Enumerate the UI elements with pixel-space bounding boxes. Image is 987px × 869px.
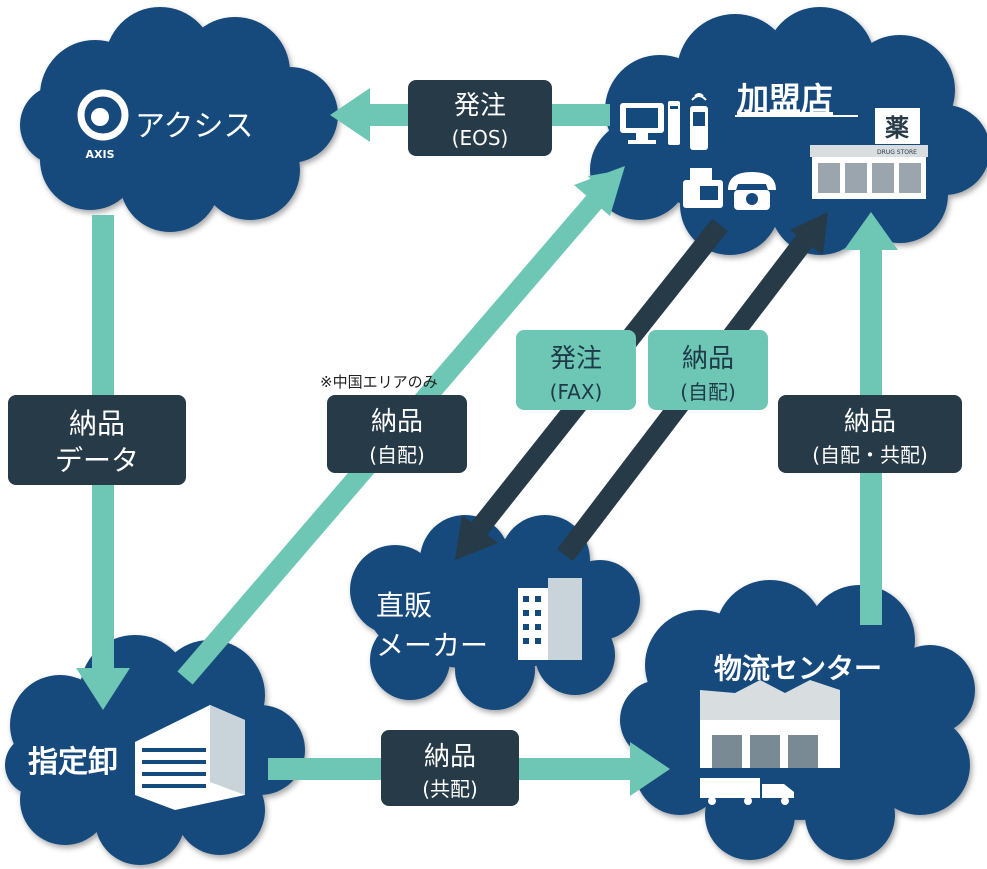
label-delivery-data-line1: 納品 <box>69 407 125 440</box>
label-delivery-self-shared-line1: 納品 <box>844 407 896 437</box>
label-delivery-self-chugoku: 納品 (自配) <box>327 395 467 473</box>
drug-store-sign: 薬 <box>885 114 909 142</box>
factory-building-icon <box>518 578 582 660</box>
maker-name-line1: 直販 <box>376 589 432 622</box>
computer-icon <box>620 101 680 145</box>
axis-name: アクシス <box>135 109 254 144</box>
label-delivery-shared: 納品 (共配) <box>381 730 519 806</box>
telephone-icon <box>728 172 776 210</box>
label-delivery-shared-line2: (共配) <box>422 777 478 801</box>
label-delivery-self-shared: 納品 (自配・共配) <box>778 395 962 473</box>
axis-logo-text: AXIS <box>85 148 114 161</box>
label-delivery-self-shared-line2: (自配・共配) <box>812 443 928 467</box>
label-order-fax-line1: 発注 <box>550 344 602 374</box>
warehouse-icon <box>700 680 840 768</box>
label-delivery-shared-line1: 納品 <box>424 742 476 772</box>
axis-logo-icon: AXIS <box>77 89 129 161</box>
label-order-fax-line2: (FAX) <box>550 380 603 404</box>
drug-store-icon: 薬 DRUG STORE <box>810 108 928 199</box>
mobile-phone-icon <box>690 93 708 150</box>
note-chugoku-only: ※中国エリアのみ <box>320 373 438 391</box>
label-order-eos-line1: 発注 <box>454 91 506 121</box>
store-name: 加盟店 <box>737 80 833 118</box>
label-delivery-self-maker-line2: (自配) <box>680 380 736 404</box>
label-order-eos-line2: (EOS) <box>452 126 509 150</box>
label-order-eos: 発注 (EOS) <box>408 80 552 156</box>
label-delivery-self-maker-line1: 納品 <box>682 344 734 374</box>
label-delivery-self-chugoku-line1: 納品 <box>371 407 423 437</box>
truck-icon <box>700 778 794 805</box>
wholesaler-name: 指定卸 <box>28 745 118 780</box>
fax-icon <box>683 168 723 208</box>
label-delivery-self-chugoku-line2: (自配) <box>369 443 425 467</box>
label-order-fax: 発注 (FAX) <box>516 330 636 410</box>
office-building-icon <box>135 705 245 810</box>
label-delivery-data-line2: データ <box>55 444 139 477</box>
label-delivery-data: 納品 データ <box>8 395 186 485</box>
drug-store-subtext: DRUG STORE <box>877 149 917 156</box>
maker-name-line2: メーカー <box>376 629 488 662</box>
center-name: 物流センター <box>714 652 882 685</box>
label-delivery-self-maker: 納品 (自配) <box>648 330 768 410</box>
